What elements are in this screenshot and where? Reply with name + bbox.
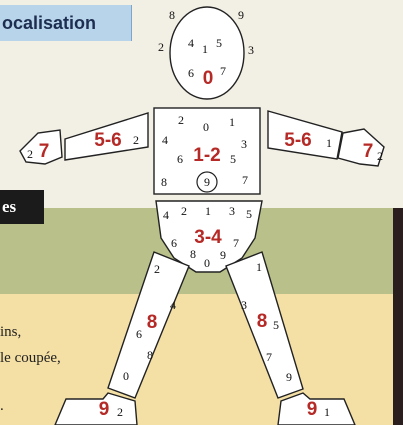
zone-head: 8 9 2 4 1 5 3 6 7 0	[158, 7, 254, 99]
zone-number: 1	[205, 204, 211, 218]
zone-number: 6	[136, 327, 142, 341]
zone-number: 3	[248, 43, 254, 57]
zone-number: 3	[241, 137, 247, 151]
zone-foot-right: 9 1	[278, 393, 355, 425]
zone-number: 8	[169, 8, 175, 22]
zone-number: 1	[229, 115, 235, 129]
zone-number: 9	[220, 248, 226, 262]
zone-number: 4	[170, 298, 176, 312]
zone-label: 9	[307, 399, 318, 420]
zone-number: 7	[233, 236, 239, 250]
zone-number: 1	[326, 136, 332, 150]
zone-number: 6	[188, 66, 194, 80]
zone-label: 1-2	[193, 145, 220, 166]
zone-number: 9	[238, 8, 244, 22]
zone-number: 2	[377, 149, 383, 163]
zone-number: 1	[256, 260, 262, 274]
zone-number: 7	[220, 64, 226, 78]
zone-arm-left: 5-6 2	[65, 113, 148, 160]
zone-number: 2	[133, 133, 139, 147]
zone-number: 6	[177, 152, 183, 166]
zone-arm-right: 5-6 1	[268, 111, 342, 159]
zone-label: 5-6	[284, 130, 311, 151]
zone-number: 2	[117, 405, 123, 419]
zone-number: 5	[273, 318, 279, 332]
zone-number: 0	[203, 120, 209, 134]
zone-leg-right: 1 3 5 7 9 8	[226, 252, 303, 398]
zone-number: 4	[188, 36, 194, 50]
zone-number: 2	[178, 113, 184, 127]
zone-label: 3-4	[194, 227, 222, 248]
zone-number: 8	[190, 247, 196, 261]
zone-number: 2	[154, 262, 160, 276]
zone-number: 2	[27, 147, 33, 161]
zone-number: 3	[229, 204, 235, 218]
zone-leg-left: 2 4 6 8 0 8	[108, 252, 189, 398]
zone-hand-right: 7 2	[338, 129, 384, 166]
zone-number: 8	[161, 175, 167, 189]
zone-label: 7	[39, 141, 50, 162]
zone-label: 7	[363, 141, 374, 162]
zone-hand-left: 2 7	[20, 130, 62, 164]
zone-number: 9	[204, 175, 210, 189]
zone-trunk: 2 0 1 4 3 6 5 8 9 7 1-2	[154, 108, 260, 194]
zone-foot-left: 9 2	[55, 393, 137, 425]
zone-number: 0	[123, 369, 129, 383]
zone-number: 6	[171, 236, 177, 250]
zone-number: 8	[147, 348, 153, 362]
zone-label: 5-6	[94, 130, 121, 151]
zone-label: 0	[203, 68, 214, 89]
zone-number: 2	[181, 204, 187, 218]
zone-number: 5	[246, 207, 252, 221]
zone-number: 9	[286, 370, 292, 384]
zone-number: 2	[158, 40, 164, 54]
zone-label: 9	[99, 399, 110, 420]
zone-number: 4	[162, 133, 168, 147]
zone-number: 3	[241, 298, 247, 312]
zone-number: 7	[266, 350, 272, 364]
zone-number: 7	[242, 173, 248, 187]
zone-number: 4	[163, 208, 169, 222]
zone-label: 8	[257, 311, 268, 332]
zone-number: 5	[230, 152, 236, 166]
zone-number: 0	[204, 256, 210, 270]
zone-number: 1	[202, 42, 208, 56]
zone-label: 8	[147, 312, 158, 333]
zone-number: 5	[216, 36, 222, 50]
zone-number: 1	[324, 405, 330, 419]
